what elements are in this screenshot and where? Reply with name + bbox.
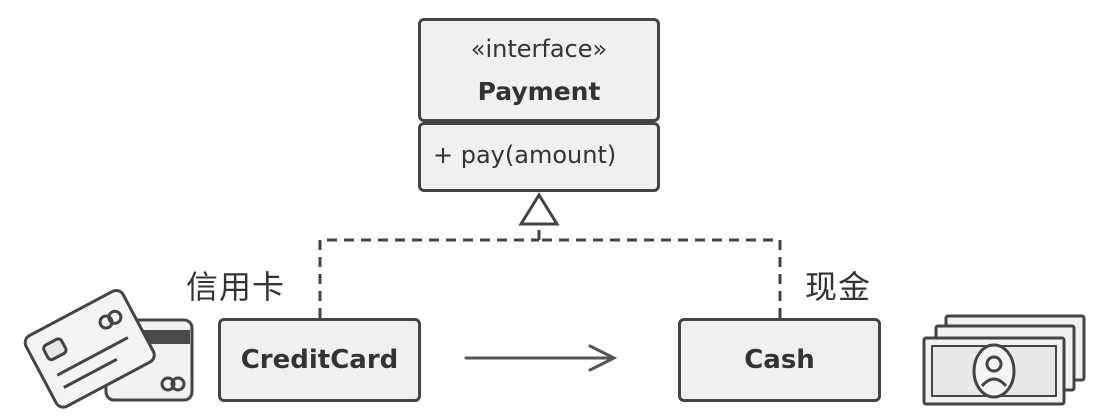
cash-label: 现金 xyxy=(805,268,872,306)
realization-line-creditcard xyxy=(318,238,539,318)
interface-header: «interface» Payment xyxy=(418,18,660,122)
interface-method: + pay(amount) xyxy=(433,141,617,169)
interface-name: Payment xyxy=(477,77,601,106)
creditcard-label: 信用卡 xyxy=(186,268,286,306)
cash-class: Cash xyxy=(678,318,881,402)
banknotes-icon xyxy=(922,314,1086,406)
credit-cards-icon xyxy=(23,289,194,409)
interface-stereotype: «interface» xyxy=(470,35,608,63)
realization-lines xyxy=(318,224,782,318)
association-arrow xyxy=(464,344,618,372)
realization-line-cash xyxy=(539,238,782,318)
interface-methods: + pay(amount) xyxy=(418,122,660,192)
realization-arrowhead xyxy=(518,192,560,226)
creditcard-class: CreditCard xyxy=(218,318,421,402)
